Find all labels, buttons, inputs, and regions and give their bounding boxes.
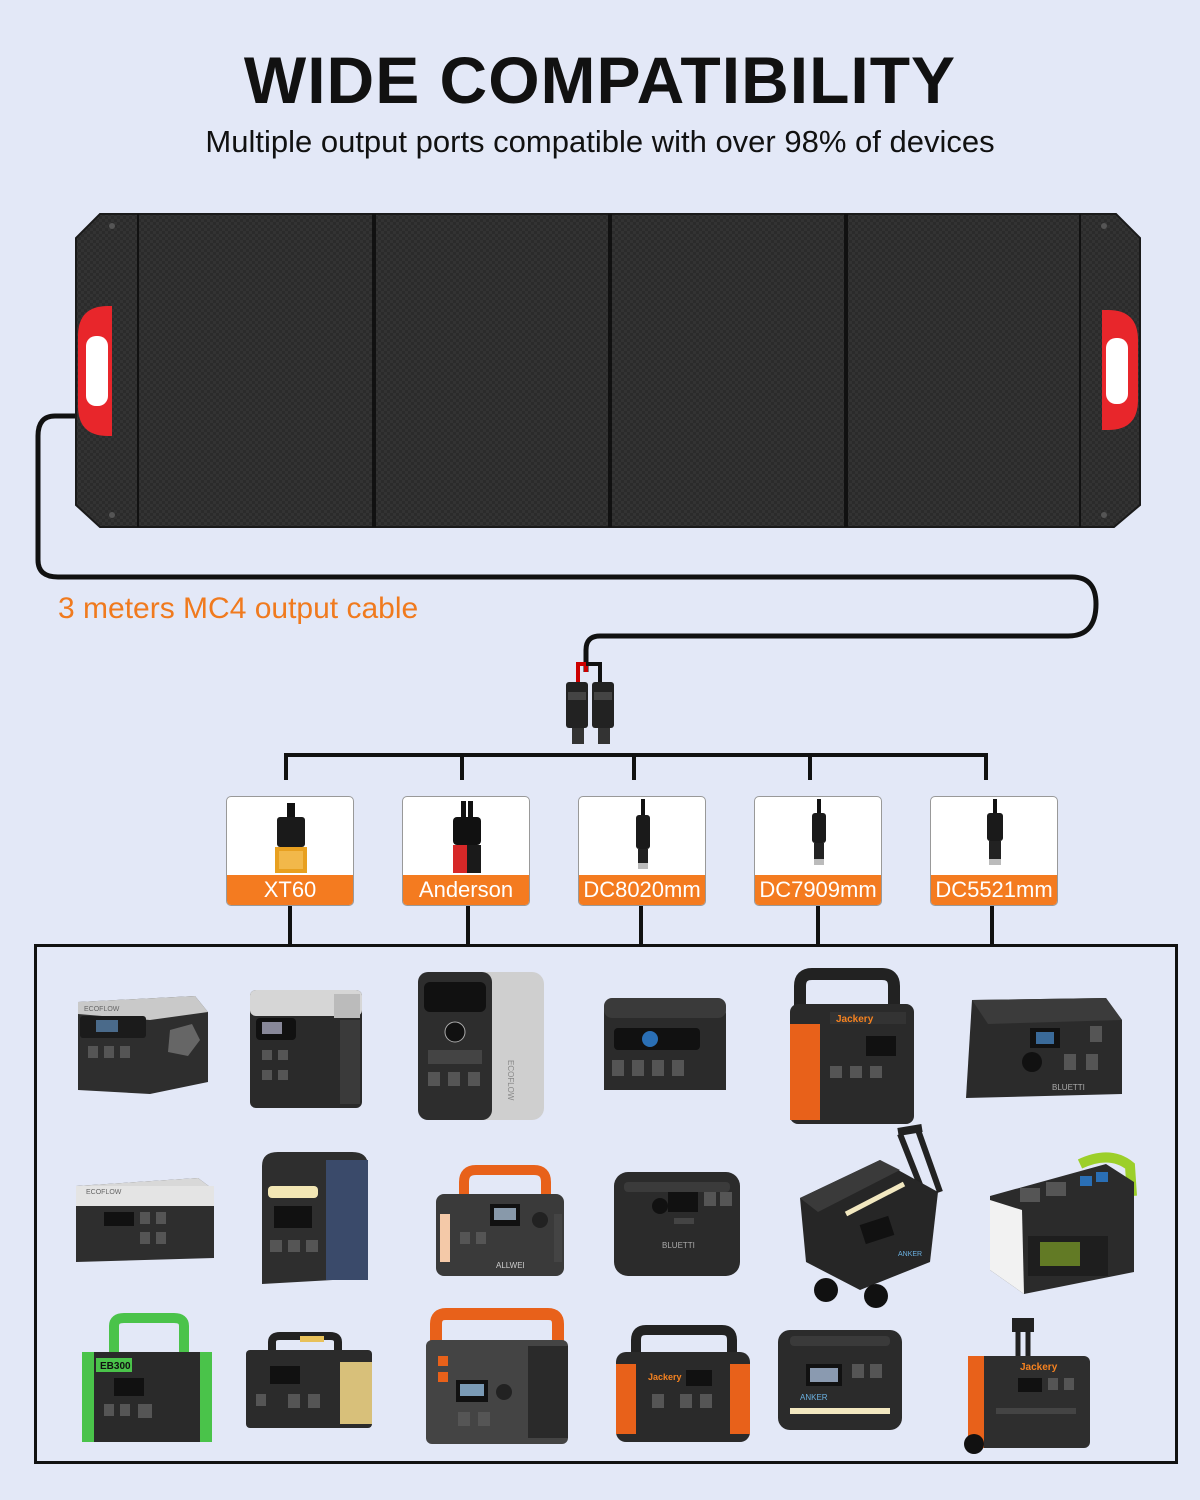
port-card-dc7909: DC7909mm <box>754 796 882 906</box>
port-label: DC7909mm <box>755 875 881 905</box>
power-station-icon <box>426 1308 568 1444</box>
port-card-xt60: XT60 <box>226 796 354 906</box>
power-station-icon: Jackery <box>964 1318 1090 1454</box>
port-label: DC5521mm <box>931 875 1057 905</box>
left-handle <box>78 306 112 436</box>
power-station-icon: Jackery <box>616 1325 750 1442</box>
power-station-icon <box>250 990 362 1108</box>
power-station-icon <box>604 998 726 1090</box>
dc-barrel-plug-icon <box>987 799 1003 865</box>
distribution-lines <box>284 753 994 944</box>
device-brand: BLUETTI <box>1052 1083 1085 1092</box>
anderson-connector-icon <box>453 801 481 873</box>
device-brand: BLUETTI <box>662 1241 695 1250</box>
power-station-icon <box>246 1332 372 1428</box>
device-brand: ALLWEI <box>496 1261 525 1270</box>
device-brand: ANKER <box>800 1393 828 1402</box>
power-station-icon <box>262 1152 368 1284</box>
power-station-icon: EB300 <box>82 1313 212 1442</box>
xt60-connector-icon <box>275 803 307 873</box>
dc-barrel-plug-icon <box>812 799 826 865</box>
power-station-icon: ECOFLOW <box>78 996 208 1094</box>
compatible-devices-box <box>34 944 1178 1464</box>
device-brand: ECOFLOW <box>506 1060 515 1101</box>
port-label: XT60 <box>227 875 353 905</box>
power-station-icon: BLUETTI <box>614 1172 740 1276</box>
port-card-dc5521: DC5521mm <box>930 796 1058 906</box>
device-brand: ANKER <box>898 1251 922 1258</box>
power-station-icon: ECOFLOW <box>76 1178 214 1262</box>
power-station-icon: ALLWEI <box>436 1165 564 1276</box>
power-station-icon: ANKER <box>778 1330 902 1430</box>
device-brand: Jackery <box>1020 1362 1058 1373</box>
power-station-icon <box>990 1152 1137 1294</box>
device-brand: Jackery <box>836 1014 874 1025</box>
power-station-icon: ANKER <box>800 1124 943 1308</box>
device-brand: Jackery <box>648 1372 682 1382</box>
power-station-icon: Jackery <box>790 968 914 1124</box>
port-label: Anderson <box>403 875 529 905</box>
port-card-dc8020: DC8020mm <box>578 796 706 906</box>
power-station-icon: ECOFLOW <box>418 972 544 1120</box>
power-station-icon: BLUETTI <box>966 998 1122 1098</box>
port-label: DC8020mm <box>579 875 705 905</box>
device-brand: EB300 <box>100 1361 131 1372</box>
dc-barrel-plug-icon <box>636 799 650 869</box>
device-brand: ECOFLOW <box>84 1006 120 1013</box>
mc4-connector-icon <box>566 662 614 744</box>
solar-panel-image <box>35 213 1141 944</box>
page-title: WIDE COMPATIBILITY <box>243 43 957 117</box>
device-brand: ECOFLOW <box>86 1189 122 1196</box>
port-card-anderson: Anderson <box>402 796 530 906</box>
cable-label: 3 meters MC4 output cable <box>58 592 419 625</box>
page-subtitle: Multiple output ports compatible with ov… <box>205 124 995 159</box>
right-handle <box>1102 310 1138 430</box>
